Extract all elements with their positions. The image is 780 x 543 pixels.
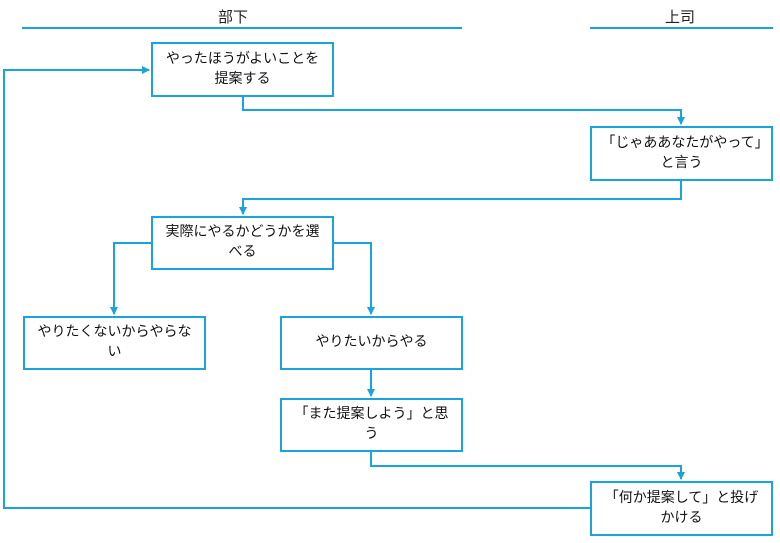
lane-label-boss: 上司 <box>664 8 695 26</box>
node-think-label: 「また提案しよう」と思う <box>294 406 449 442</box>
node-not-do: やりたくないからやらない <box>23 316 206 370</box>
connector-choose-to-do <box>334 242 375 315</box>
node-choose: 実際にやるかどうかを選べる <box>151 216 334 270</box>
connector-choose-to-not-do <box>110 242 151 315</box>
node-boss-ask-label: 「何か提案して」と投げかける <box>604 489 759 526</box>
lane-label-subordinate: 部下 <box>217 8 248 26</box>
node-not-do-label: やりたくないからやらない <box>37 324 192 360</box>
lane-line-subordinate <box>22 27 462 29</box>
connector-boss-say-to-choose <box>239 181 682 215</box>
connector-boss-ask-to-propose <box>3 66 590 509</box>
node-propose: やったほうがよいことを提案する <box>151 42 334 97</box>
node-boss-say: 「じゃああなたがやって」と言う <box>590 126 773 181</box>
node-choose-label: 実際にやるかどうかを選べる <box>165 224 320 260</box>
node-do-label: やりたいからやる <box>315 334 428 351</box>
node-propose-label: やったほうがよいことを提案する <box>165 50 320 87</box>
node-boss-say-label: 「じゃああなたがやって」と言う <box>601 134 762 171</box>
node-do: やりたいからやる <box>280 316 463 370</box>
lane-line-boss <box>590 27 773 29</box>
connector-propose-to-boss-say <box>242 96 685 125</box>
connector-think-to-boss-ask <box>370 452 685 480</box>
node-boss-ask: 「何か提案して」と投げかける <box>590 481 773 536</box>
node-think: 「また提案しよう」と思う <box>280 398 463 452</box>
